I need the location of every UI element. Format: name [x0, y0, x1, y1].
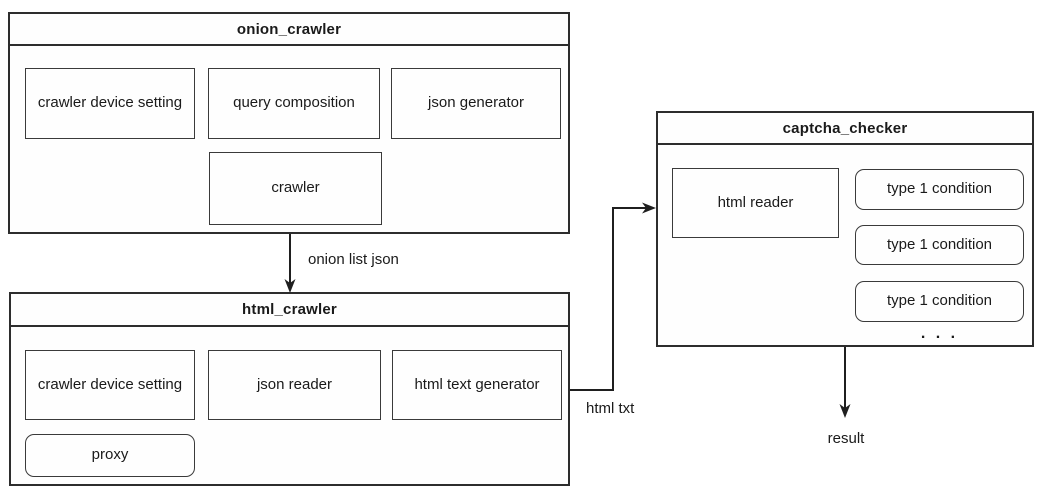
onion-crawler-title: onion_crawler: [10, 14, 568, 46]
module-type1-condition-3: type 1 condition: [855, 281, 1024, 322]
module-type1-condition-2: type 1 condition: [855, 225, 1024, 265]
module-proxy: proxy: [25, 434, 195, 477]
arrowhead-down-icon: [284, 279, 296, 293]
module-query-composition: query composition: [208, 68, 380, 139]
edge-label-onion-list-json: onion list json: [308, 251, 399, 268]
module-json-generator: json generator: [391, 68, 561, 139]
arrowhead-right-icon: [642, 202, 656, 214]
module-json-reader: json reader: [208, 350, 381, 420]
module-crawler: crawler: [209, 152, 382, 225]
module-crawler-device-setting-2: crawler device setting: [25, 350, 195, 420]
module-type1-condition-1: type 1 condition: [855, 169, 1024, 210]
arrowhead-down-icon: [839, 404, 851, 418]
more-conditions-ellipsis: . . .: [920, 325, 959, 342]
captcha-checker-title: captcha_checker: [658, 113, 1032, 145]
edge-label-html-txt: html txt: [586, 400, 635, 417]
module-html-text-generator: html text generator: [392, 350, 562, 420]
onion-crawler-container: onion_crawler crawler device setting que…: [8, 12, 570, 234]
html-crawler-container: html_crawler crawler device setting json…: [9, 292, 570, 486]
captcha-checker-container: captcha_checker html reader type 1 condi…: [656, 111, 1034, 347]
module-crawler-device-setting: crawler device setting: [25, 68, 195, 139]
module-html-reader: html reader: [672, 168, 839, 238]
arrow-html-to-captcha-line: [570, 207, 647, 391]
html-crawler-title: html_crawler: [11, 294, 568, 327]
edge-label-result: result: [827, 430, 865, 447]
